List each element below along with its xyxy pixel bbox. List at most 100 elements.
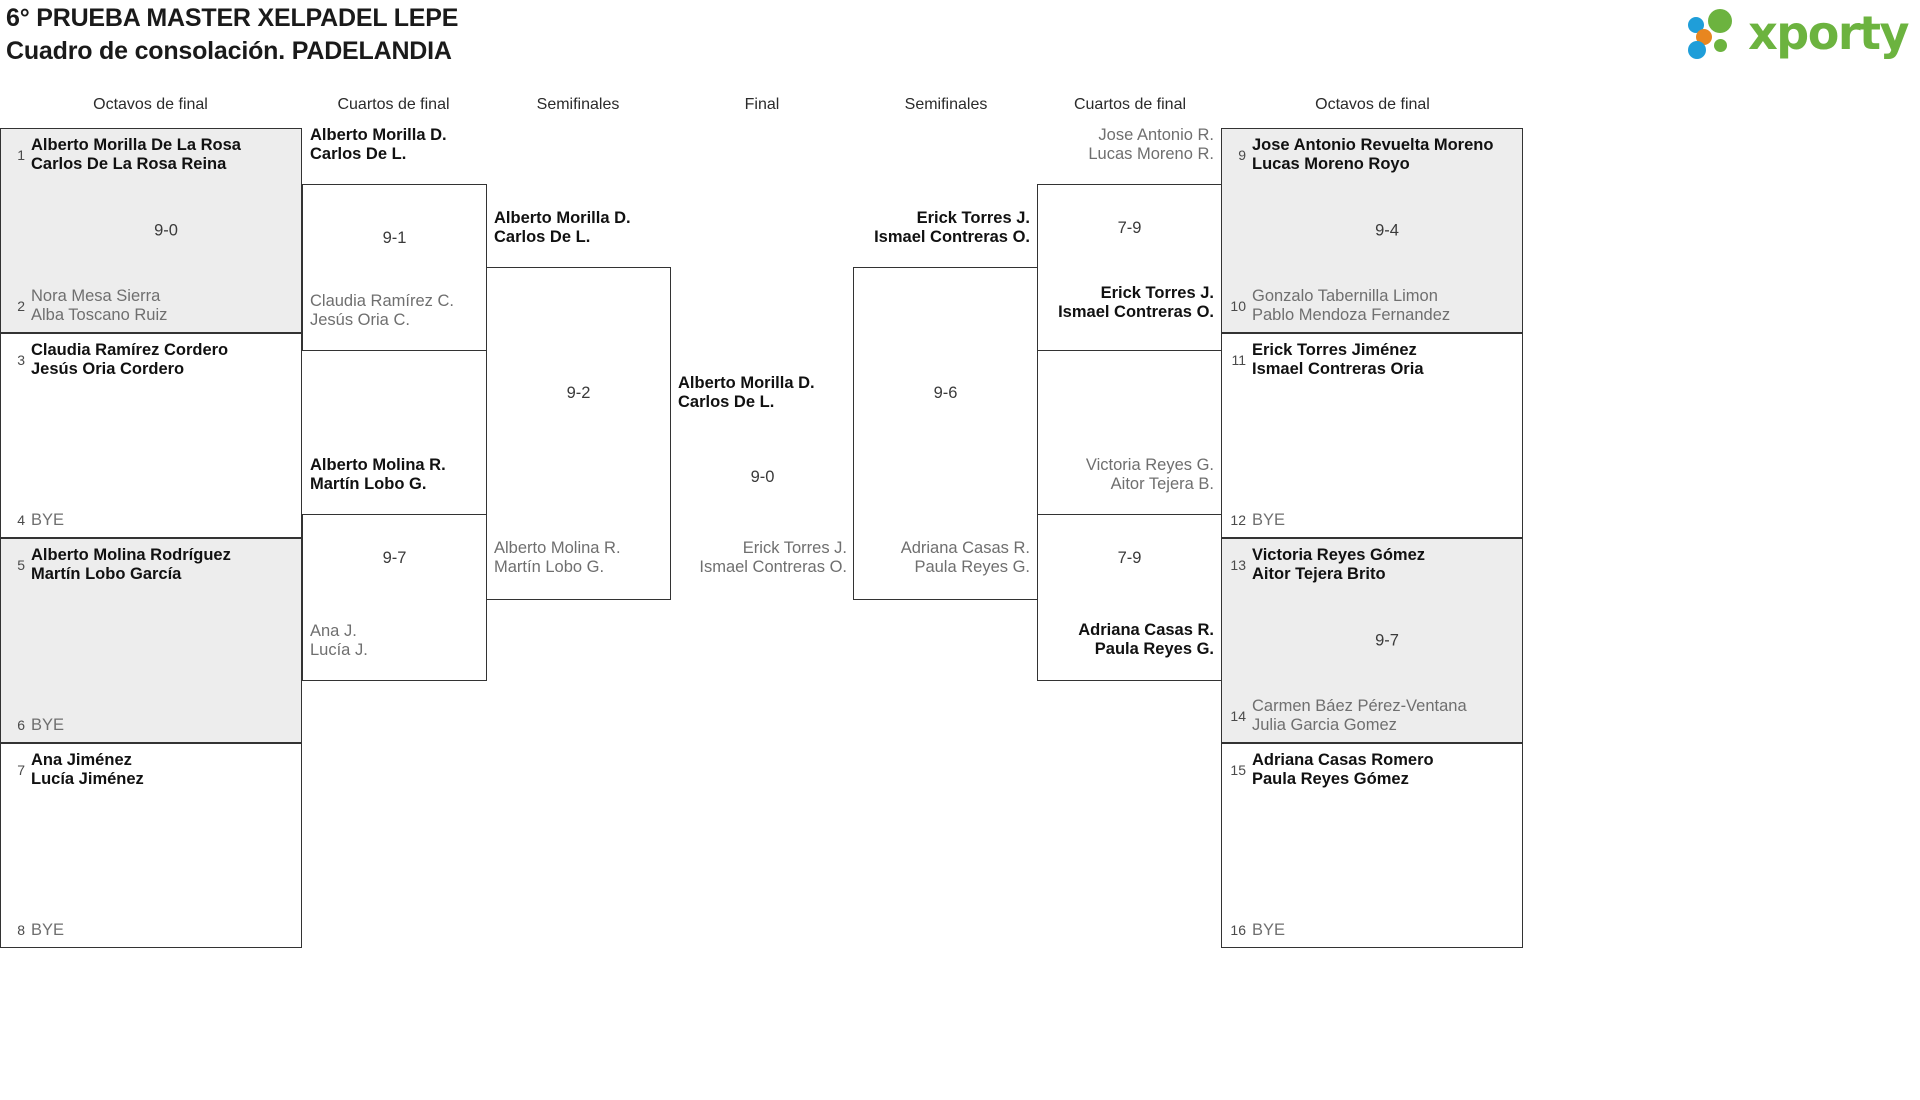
match-box-final[interactable]: 9-0	[670, 432, 855, 600]
team-name: Victoria Reyes Gómez Aitor Tejera Brito	[1252, 546, 1426, 583]
team-slot: 7 Ana Jiménez Lucía Jiménez	[1, 751, 301, 789]
seed-number: 3	[17, 351, 25, 368]
match-score: 9-1	[382, 229, 407, 247]
team-name: Adriana Casas R. Paula Reyes G.	[900, 539, 1030, 576]
seed-number: 14	[1230, 707, 1246, 724]
match-score: 9-7	[1375, 631, 1399, 649]
seed-number: 9	[1238, 146, 1246, 163]
xporty-logo: xporty	[1688, 6, 1909, 60]
team-slot: 6 BYE	[1, 716, 301, 735]
match-box-qf-right-1[interactable]: 7-9	[1037, 184, 1222, 351]
team-name: Alberto Morilla D. Carlos De L.	[678, 374, 815, 411]
team-slot: 8 BYE	[1, 921, 301, 940]
match-box-r16-1[interactable]: 1 Alberto Morilla De La Rosa Carlos De L…	[0, 128, 302, 333]
match-score: 9-4	[1375, 221, 1399, 239]
team-slot: 11 Erick Torres Jiménez Ismael Contreras…	[1222, 341, 1522, 379]
seed-number: 1	[17, 146, 25, 163]
team-name: Adriana Casas Romero Paula Reyes Gómez	[1252, 751, 1434, 788]
match-box-sf-right[interactable]: 9-6	[853, 267, 1038, 600]
team-slot: 5 Alberto Molina Rodríguez Martín Lobo G…	[1, 546, 301, 584]
match-score: 7-9	[1117, 549, 1142, 567]
team-name: Erick Torres Jiménez Ismael Contreras Or…	[1252, 341, 1424, 378]
logo-dots-icon	[1688, 7, 1742, 59]
team-name: Claudia Ramírez Cordero Jesús Oria Corde…	[31, 341, 229, 378]
tournament-subtitle: Cuadro de consolación. PADELANDIA	[6, 37, 452, 65]
team-name: BYE	[31, 511, 65, 529]
team-name: Jose Antonio R. Lucas Moreno R.	[1088, 126, 1214, 163]
seed-number: 6	[17, 717, 25, 733]
qf-left-1-bot-team: Claudia Ramírez C. Jesús Oria C.	[310, 292, 454, 330]
round-header-octavos-left: Octavos de final	[93, 96, 208, 113]
seed-number: 10	[1230, 297, 1246, 314]
team-name: BYE	[1252, 921, 1286, 939]
sf-left-top-team: Alberto Morilla D. Carlos De L.	[494, 209, 631, 247]
match-score: 9-0	[750, 468, 775, 486]
round-header-cuartos-left: Cuartos de final	[337, 96, 450, 113]
seed-number: 2	[17, 297, 25, 314]
seed-number: 5	[17, 556, 25, 573]
qf-right-2-top-team: Victoria Reyes G. Aitor Tejera B.	[1037, 456, 1214, 494]
sf-right-top-team: Erick Torres J. Ismael Contreras O.	[853, 209, 1030, 247]
team-name: Alberto Molina Rodríguez Martín Lobo Gar…	[31, 546, 231, 583]
team-name: Ana Jiménez Lucía Jiménez	[31, 751, 144, 788]
qf-right-2-bot-team: Adriana Casas R. Paula Reyes G.	[1037, 621, 1214, 659]
team-name: Ana J. Lucía J.	[310, 622, 368, 659]
team-name: Alberto Molina R. Martín Lobo G.	[494, 539, 621, 576]
team-name: Alberto Molina R. Martín Lobo G.	[310, 456, 446, 493]
team-name: Erick Torres J. Ismael Contreras O.	[699, 539, 847, 576]
qf-right-1-bot-team: Erick Torres J. Ismael Contreras O.	[1037, 284, 1214, 322]
match-box-r16-13[interactable]: 13 Victoria Reyes Gómez Aitor Tejera Bri…	[1221, 538, 1523, 743]
seed-number: 16	[1230, 922, 1246, 938]
qf-left-1-top-team: Alberto Morilla D. Carlos De L.	[310, 126, 447, 164]
qf-right-1-top-team: Jose Antonio R. Lucas Moreno R.	[1037, 126, 1214, 164]
team-slot: 1 Alberto Morilla De La Rosa Carlos De L…	[1, 136, 301, 174]
match-box-qf-right-2[interactable]: 7-9	[1037, 514, 1222, 681]
team-name: Alberto Morilla D. Carlos De L.	[494, 209, 631, 246]
page-title: 6° PRUEBA MASTER XELPADEL LEPE Cuadro de…	[6, 2, 458, 68]
match-box-r16-11[interactable]: 11 Erick Torres Jiménez Ismael Contreras…	[1221, 333, 1523, 538]
team-slot: 4 BYE	[1, 511, 301, 530]
seed-number: 11	[1231, 351, 1246, 368]
qf-left-2-top-team: Alberto Molina R. Martín Lobo G.	[310, 456, 446, 494]
match-box-r16-4[interactable]: 7 Ana Jiménez Lucía Jiménez 8 BYE	[0, 743, 302, 948]
logo-wordmark: xporty	[1748, 6, 1909, 60]
team-name: Victoria Reyes G. Aitor Tejera B.	[1085, 456, 1214, 493]
match-score: 7-9	[1117, 219, 1142, 237]
team-slot: 10 Gonzalo Tabernilla Limon Pablo Mendoz…	[1222, 287, 1522, 325]
team-name: Jose Antonio Revuelta Moreno Lucas Moren…	[1252, 136, 1494, 173]
team-name: BYE	[31, 716, 65, 734]
round-header-cuartos-right: Cuartos de final	[1073, 96, 1187, 113]
team-name: Carmen Báez Pérez-Ventana Julia Garcia G…	[1252, 697, 1467, 734]
qf-left-2-bot-team: Ana J. Lucía J.	[310, 622, 368, 660]
team-slot: 2 Nora Mesa Sierra Alba Toscano Ruiz	[1, 287, 301, 325]
match-score: 9-6	[933, 384, 958, 402]
seed-number: 12	[1230, 512, 1246, 528]
team-slot: 13 Victoria Reyes Gómez Aitor Tejera Bri…	[1222, 546, 1522, 584]
match-box-sf-left[interactable]: 9-2	[486, 267, 671, 600]
match-box-qf-left-2[interactable]: 9-7	[302, 514, 487, 681]
sf-right-bot-team: Adriana Casas R. Paula Reyes G.	[853, 539, 1030, 577]
round-header-semis-right: Semifinales	[904, 96, 988, 113]
team-name: BYE	[1252, 511, 1286, 529]
sf-left-bot-team: Alberto Molina R. Martín Lobo G.	[494, 539, 621, 577]
team-name: Alberto Morilla D. Carlos De L.	[310, 126, 447, 163]
match-box-r16-3[interactable]: 5 Alberto Molina Rodríguez Martín Lobo G…	[0, 538, 302, 743]
seed-number: 4	[17, 512, 25, 528]
seed-number: 7	[17, 761, 25, 778]
team-name: BYE	[31, 921, 65, 939]
round-header-octavos-right: Octavos de final	[1315, 96, 1430, 113]
team-name: Claudia Ramírez C. Jesús Oria C.	[310, 292, 454, 329]
final-bot-team: Erick Torres J. Ismael Contreras O.	[670, 539, 847, 577]
team-slot: 15 Adriana Casas Romero Paula Reyes Góme…	[1222, 751, 1522, 789]
seed-number: 13	[1230, 556, 1246, 573]
team-slot: 16 BYE	[1222, 921, 1522, 940]
round-header-final: Final	[744, 96, 780, 113]
team-name: Nora Mesa Sierra Alba Toscano Ruiz	[31, 287, 168, 324]
match-box-r16-15[interactable]: 15 Adriana Casas Romero Paula Reyes Góme…	[1221, 743, 1523, 948]
match-box-r16-9[interactable]: 9 Jose Antonio Revuelta Moreno Lucas Mor…	[1221, 128, 1523, 333]
match-box-r16-2[interactable]: 3 Claudia Ramírez Cordero Jesús Oria Cor…	[0, 333, 302, 538]
team-name: Alberto Morilla De La Rosa Carlos De La …	[31, 136, 241, 173]
match-score: 9-2	[566, 384, 591, 402]
match-box-qf-left-1[interactable]: 9-1	[302, 184, 487, 351]
